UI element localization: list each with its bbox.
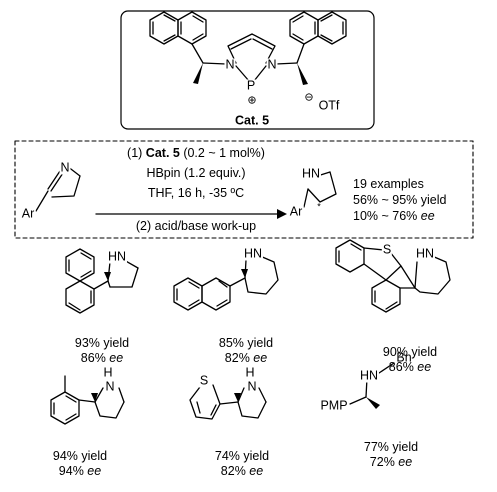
summary-examples: 19 examples <box>353 177 424 191</box>
example-6-nh: HN <box>358 368 380 383</box>
substrate-structure <box>35 165 81 212</box>
example-1-structure <box>65 248 139 314</box>
example-2-nh: HN <box>242 246 264 261</box>
example-5-yield: 74% yield <box>214 449 270 463</box>
catalyst-nitrogen-left: N <box>224 57 236 72</box>
example-3-ee: 86% ee <box>388 360 432 374</box>
example-2-structure <box>173 255 279 311</box>
example-1-ee: 86% ee <box>80 351 124 365</box>
condition-line-1: (1) Cat. 5 (0.2 ~ 1 mol%) <box>127 146 265 160</box>
example-4-ee: 94% ee <box>58 464 102 478</box>
product-aryl: Ar <box>288 204 304 219</box>
catalyst-structure <box>149 11 347 85</box>
example-3-structure <box>335 239 451 313</box>
catalyst-triflate: OTf <box>318 98 340 113</box>
conditions-box <box>14 140 474 239</box>
example-1-yield: 93% yield <box>74 336 130 350</box>
product-stereocenter: * <box>317 201 321 212</box>
example-4-yield: 94% yield <box>52 449 108 463</box>
catalyst-plus-charge: ⊕ <box>247 94 257 107</box>
example-1-nh: HN <box>106 249 128 264</box>
example-6-yield: 77% yield <box>363 440 419 454</box>
example-3-sulfur: S <box>381 242 393 257</box>
catalyst-box <box>120 10 375 130</box>
example-6-ee: 72% ee <box>369 455 413 469</box>
example-4-nitrogen: N <box>104 379 116 394</box>
condition-line-4: (2) acid/base work-up <box>135 219 257 233</box>
example-2-yield: 85% yield <box>218 336 274 350</box>
example-6-benzyl: Bn <box>396 350 412 365</box>
example-5-nitrogen: N <box>246 379 258 394</box>
substrate-nitrogen: N <box>59 160 71 175</box>
example-5-sulfur: S <box>198 373 210 388</box>
example-3-yield: 90% yield <box>382 345 438 359</box>
example-4-h: H <box>103 365 113 380</box>
example-3-nh: HN <box>414 246 436 261</box>
catalyst-label: Cat. 5 <box>234 113 270 128</box>
condition-line-2: HBpin (1.2 equiv.) <box>146 166 246 180</box>
summary-yield: 56% ~ 95% yield <box>353 193 447 207</box>
product-nh: HN <box>300 166 322 181</box>
example-5-h: H <box>245 365 255 380</box>
example-4-structure <box>50 375 125 425</box>
example-5-ee: 82% ee <box>220 464 264 478</box>
example-5-structure <box>189 382 267 420</box>
condition-line-3: THF, 16 h, -35 ºC <box>147 186 245 200</box>
catalyst-minus-charge: ⊖ <box>304 91 314 104</box>
catalyst-nitrogen-right: N <box>266 57 278 72</box>
catalyst-phosphorus: P <box>245 78 257 93</box>
example-2-ee: 82% ee <box>224 351 268 365</box>
example-6-pmp: PMP <box>320 398 348 413</box>
substrate-aryl: Ar <box>20 206 36 221</box>
summary-ee: 10% ~ 76% ee <box>353 209 435 223</box>
